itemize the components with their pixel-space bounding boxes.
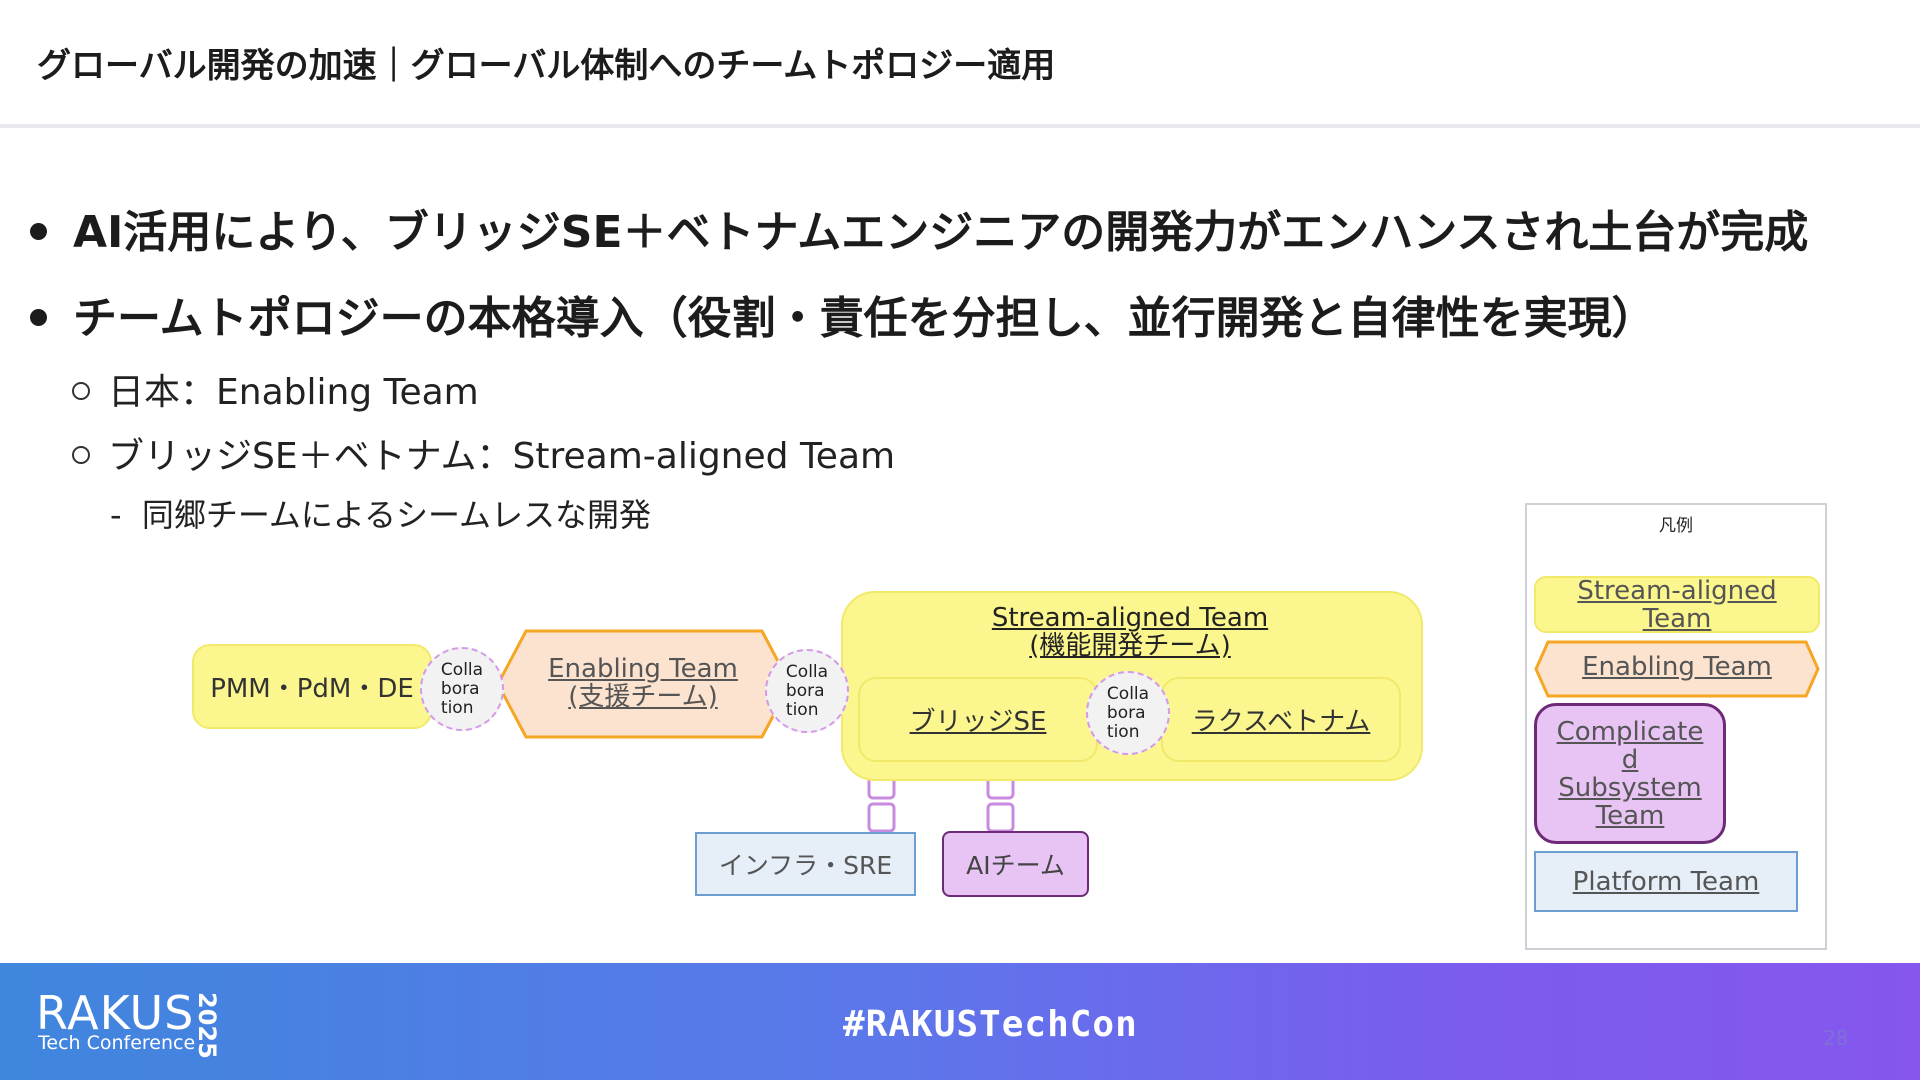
bullet-circle-icon xyxy=(72,382,90,400)
enabling-team-sub: (支援チーム) xyxy=(568,682,718,712)
logo-subtitle: Tech Conference xyxy=(38,1032,196,1054)
page-title: グローバル開発の加速｜グローバル体制へのチームトポロジー適用 xyxy=(37,46,1056,86)
bullet-circle-icon xyxy=(72,446,90,464)
legend-enabling-shape xyxy=(1534,640,1820,698)
enabling-team-name: Enabling Team xyxy=(548,654,738,684)
infra-sre-box: インフラ・SRE xyxy=(695,832,916,896)
sub-bullet-1-text: 日本：Enabling Team xyxy=(108,372,479,413)
legend-platform: Platform Team xyxy=(1534,851,1798,912)
logo-year: 2025 xyxy=(193,992,221,1059)
bullet-dot-icon xyxy=(30,222,47,240)
sub-bullet-2: ブリッジSE＋ベトナム：Stream-aligned Team xyxy=(72,427,895,479)
bullet-2: チームトポロジーの本格導入（役割・責任を分担し、並行開発と自律性を実現） xyxy=(30,282,1656,346)
ai-team-box: AIチーム xyxy=(942,831,1089,897)
slide-header xyxy=(0,0,1920,128)
bullet-1: AI活用により、ブリッジSE＋ベトナムエンジニアの開発力がエンハンスされ土台が完… xyxy=(30,196,1808,260)
sub-bullet-2-text: ブリッジSE＋ベトナム：Stream-aligned Team xyxy=(108,436,896,477)
sub-sub-bullet: - 同郷チームによるシームレスな開発 xyxy=(110,490,651,536)
enabling-team-label: Enabling Team (支援チーム) xyxy=(508,655,778,711)
legend-enabling-label: Enabling Team xyxy=(1582,652,1772,682)
dash-marker: - xyxy=(110,496,142,534)
sub-sub-bullet-text: 同郷チームによるシームレスな開発 xyxy=(141,496,652,534)
bridge-se-box: ブリッジSE xyxy=(858,677,1098,762)
connector-infra-lower xyxy=(867,802,896,833)
stream-aligned-team-label: Stream-aligned Team (機能開発チーム) xyxy=(841,604,1419,660)
bullet-dot-icon xyxy=(30,308,47,326)
bullet-1-text: AI活用により、ブリッジSE＋ベトナムエンジニアの開発力がエンハンスされ土台が完… xyxy=(73,207,1809,258)
event-hashtag: #RAKUSTechCon xyxy=(843,1004,1138,1045)
legend-title: 凡例 xyxy=(1659,516,1693,536)
footer-bar xyxy=(0,963,1920,1080)
rakus-vietnam-box: ラクスベトナム xyxy=(1161,677,1401,762)
page-number: 28 xyxy=(1823,1026,1849,1050)
bullet-2-text: チームトポロジーの本格導入（役割・責任を分担し、並行開発と自律性を実現） xyxy=(73,293,1656,344)
stream-team-sub: (機能開発チーム) xyxy=(1029,631,1231,661)
connector-ai-lower xyxy=(986,802,1015,833)
pmm-pdm-de-box: PMM・PdM・DE xyxy=(192,644,432,729)
rakus-logo: RAKUS xyxy=(36,986,195,1040)
sub-bullet-1: 日本：Enabling Team xyxy=(72,363,479,415)
stream-team-name: Stream-aligned Team xyxy=(991,603,1269,633)
